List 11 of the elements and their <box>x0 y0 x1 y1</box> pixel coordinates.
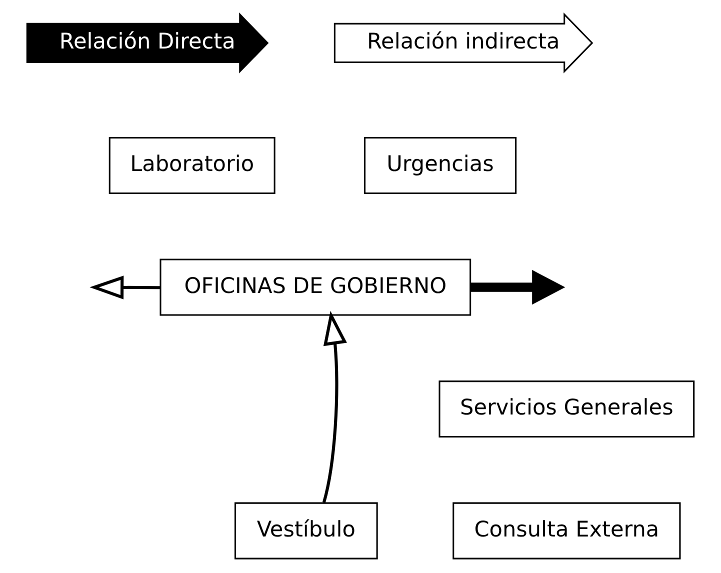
legend-label: Relación indirecta <box>367 30 560 55</box>
node-box: Urgencias <box>364 136 517 194</box>
node-box: Consulta Externa <box>452 502 681 560</box>
node-box: Vestíbulo <box>234 502 378 560</box>
node-box: OFICINAS DE GOBIERNO <box>160 258 472 316</box>
legend-label: Relación Directa <box>59 30 236 55</box>
arrow <box>322 310 347 503</box>
arrow <box>90 276 160 300</box>
node-box: Laboratorio <box>108 136 276 194</box>
arrow <box>470 270 566 305</box>
node-box: Servicios Generales <box>438 380 695 438</box>
